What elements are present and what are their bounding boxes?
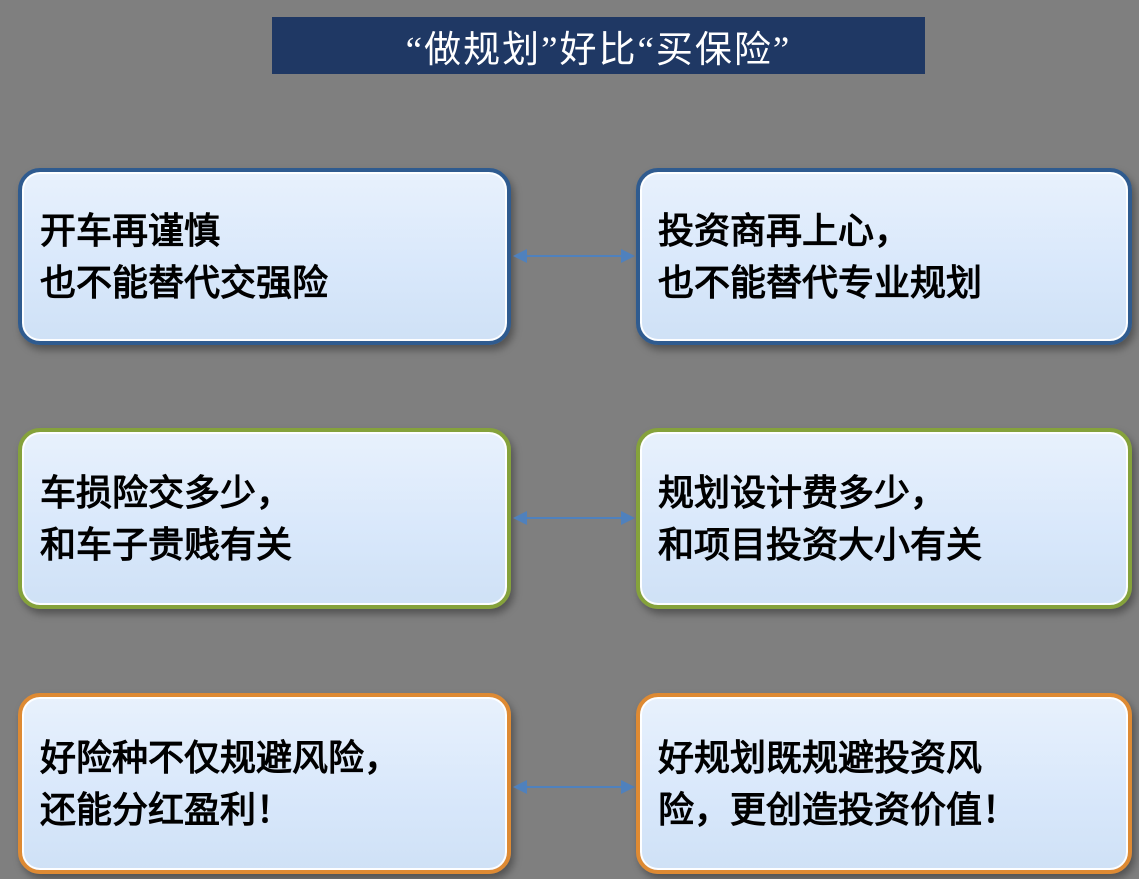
comparison-box-investor-care: 投资商再上心， 也不能替代专业规划 bbox=[636, 168, 1132, 345]
comparison-box-car-caution: 开车再谨慎 也不能替代交强险 bbox=[18, 168, 511, 345]
box-text-line: 还能分红盈利！ bbox=[40, 788, 293, 830]
double-arrow-icon bbox=[511, 243, 637, 269]
comparison-box-planning-fee: 规划设计费多少， 和项目投资大小有关 bbox=[636, 428, 1132, 609]
double-arrow-icon bbox=[511, 505, 637, 531]
box-text-line: 规划设计费多少， bbox=[658, 472, 947, 514]
comparison-box-damage-insurance-cost: 车损险交多少， 和车子贵贱有关 bbox=[18, 428, 511, 609]
comparison-box-good-insurance: 好险种不仅规避风险， 还能分红盈利！ bbox=[18, 693, 511, 874]
box-text-line: 车损险交多少， bbox=[40, 472, 293, 514]
box-text-line: 好规划既规避投资风 bbox=[658, 737, 983, 779]
box-text-line: 也不能替代交强险 bbox=[40, 261, 329, 303]
box-text-line: 也不能替代专业规划 bbox=[658, 261, 983, 303]
box-text-line: 开车再谨慎 bbox=[40, 210, 221, 252]
box-text-line: 和车子贵贱有关 bbox=[40, 523, 293, 565]
comparison-box-good-planning: 好规划既规避投资风 险，更创造投资价值！ bbox=[636, 693, 1132, 874]
double-arrow-icon bbox=[511, 774, 637, 800]
box-text-line: 投资商再上心， bbox=[658, 210, 911, 252]
slide-title: “做规划”好比“买保险” bbox=[272, 17, 925, 74]
box-text-line: 好险种不仅规避风险， bbox=[40, 737, 401, 779]
box-text-line: 险，更创造投资价值！ bbox=[658, 788, 1019, 830]
box-text-line: 和项目投资大小有关 bbox=[658, 523, 983, 565]
